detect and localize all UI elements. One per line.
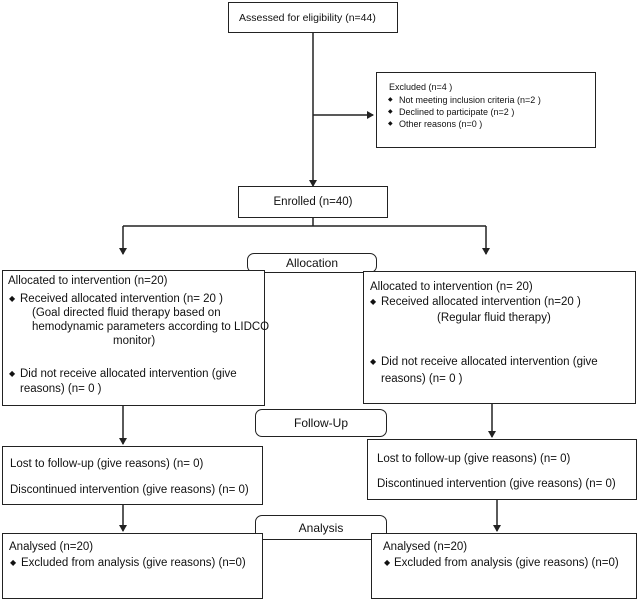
excluded-item: Other reasons (n=0 ) bbox=[399, 119, 483, 129]
assessed-text: Assessed for eligibility (n=44) bbox=[239, 12, 376, 24]
diamond-bullet-icon: ◆ bbox=[388, 97, 393, 103]
right-discontinued: Discontinued intervention (give reasons)… bbox=[377, 478, 616, 490]
excluded-box: Excluded (n=4 ) ◆ Not meeting inclusion … bbox=[376, 72, 596, 148]
enrolled-box: Enrolled (n=40) bbox=[238, 186, 388, 218]
right-alloc-title: Allocated to intervention (n= 20) bbox=[370, 281, 533, 293]
left-received-detail: monitor) bbox=[113, 335, 156, 347]
left-excluded-analysis: Excluded from analysis (give reasons) (n… bbox=[21, 557, 246, 569]
left-received: Received allocated intervention (n= 20 ) bbox=[20, 293, 223, 305]
diamond-bullet-icon: ◆ bbox=[388, 121, 393, 127]
left-received-detail: hemodynamic parameters according to LIDC… bbox=[32, 321, 270, 333]
left-analysed: Analysed (n=20) bbox=[9, 541, 94, 553]
excluded-item: Declined to participate (n=2 ) bbox=[399, 107, 515, 117]
diamond-bullet-icon: ◆ bbox=[370, 297, 377, 306]
left-allocation-box: Allocated to intervention (n=20) ◆ Recei… bbox=[2, 270, 269, 406]
diamond-bullet-icon: ◆ bbox=[9, 294, 16, 303]
followup-stage-label: Follow-Up bbox=[255, 409, 387, 437]
left-analysis-box: Analysed (n=20) ◆ Excluded from analysis… bbox=[2, 533, 263, 599]
assessed-box: Assessed for eligibility (n=44) bbox=[228, 2, 398, 33]
right-not-received: reasons) (n= 0 ) bbox=[381, 373, 463, 385]
right-analysed: Analysed (n=20) bbox=[383, 541, 468, 553]
analysis-stage-label: Analysis bbox=[255, 515, 387, 540]
diamond-bullet-icon: ◆ bbox=[370, 357, 377, 366]
left-not-received: Did not receive allocated intervention (… bbox=[20, 368, 237, 380]
left-discontinued: Discontinued intervention (give reasons)… bbox=[10, 484, 249, 496]
right-lost: Lost to follow-up (give reasons) (n= 0) bbox=[377, 453, 571, 465]
left-alloc-title: Allocated to intervention (n=20) bbox=[8, 275, 168, 287]
right-received: Received allocated intervention (n=20 ) bbox=[381, 296, 581, 308]
left-lost: Lost to follow-up (give reasons) (n= 0) bbox=[10, 458, 204, 470]
right-excluded-analysis: Excluded from analysis (give reasons) (n… bbox=[394, 557, 619, 569]
right-received-detail: (Regular fluid therapy) bbox=[437, 312, 551, 324]
excluded-title: Excluded (n=4 ) bbox=[389, 82, 453, 92]
excluded-item: Not meeting inclusion criteria (n=2 ) bbox=[399, 95, 541, 105]
diamond-bullet-icon: ◆ bbox=[9, 369, 16, 378]
left-followup-box: Lost to follow-up (give reasons) (n= 0) … bbox=[2, 446, 263, 505]
diamond-bullet-icon: ◆ bbox=[10, 558, 17, 567]
diamond-bullet-icon: ◆ bbox=[384, 558, 391, 567]
allocation-stage-label: Allocation bbox=[247, 253, 377, 273]
right-allocation-box: Allocated to intervention (n= 20) ◆ Rece… bbox=[363, 271, 636, 404]
diamond-bullet-icon: ◆ bbox=[388, 109, 393, 115]
right-followup-box: Lost to follow-up (give reasons) (n= 0) … bbox=[367, 439, 637, 500]
right-analysis-box: Analysed (n=20) ◆ Excluded from analysis… bbox=[371, 533, 637, 599]
left-received-detail: (Goal directed fluid therapy based on bbox=[32, 307, 221, 319]
right-not-received: Did not receive allocated intervention (… bbox=[381, 356, 598, 368]
enrolled-text: Enrolled (n=40) bbox=[273, 196, 353, 208]
left-not-received: reasons) (n= 0 ) bbox=[20, 383, 102, 395]
